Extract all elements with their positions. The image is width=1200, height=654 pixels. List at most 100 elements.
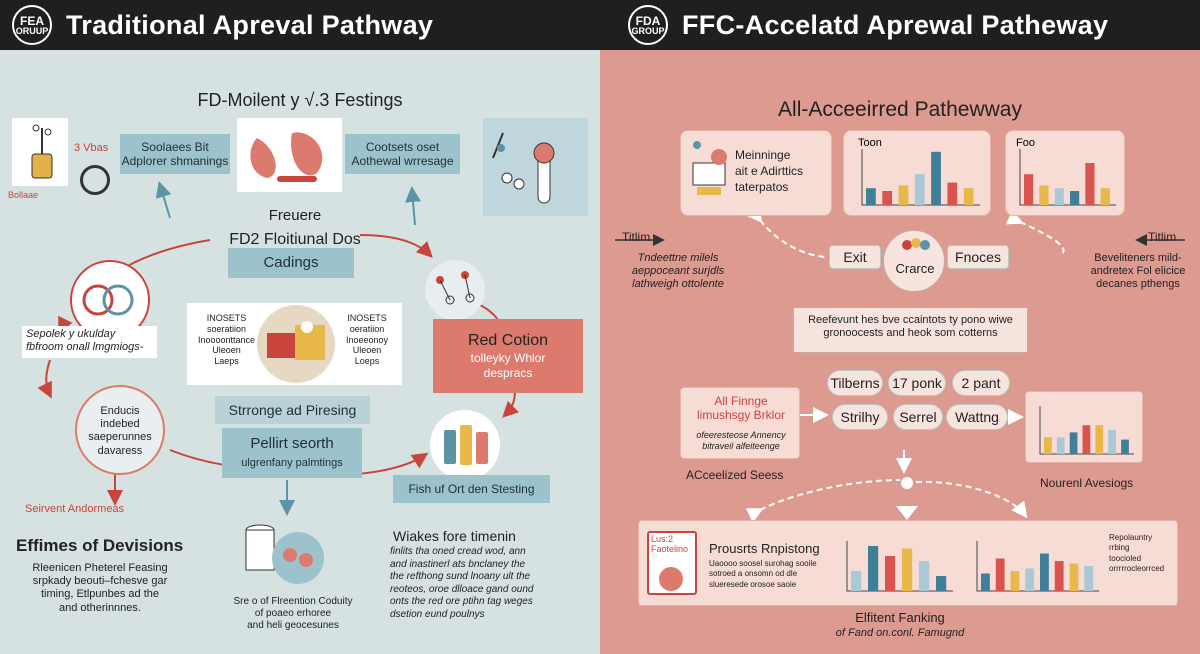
bottom-card: Lus:2 Faotelino Prousrts Rnpistong Uaooo… xyxy=(638,520,1178,606)
chart-bar xyxy=(931,151,941,205)
right-title: FFC-Accelatd Aprewal Patheway xyxy=(682,9,1109,40)
chart-bar xyxy=(868,546,879,591)
bottom-center-text: Sre o of Flreention Coduity of poaeo erh… xyxy=(233,596,353,631)
pill-2-pant[interactable]: 2 pant xyxy=(952,370,1010,396)
tag-vbas: 3 Vbas xyxy=(74,142,109,154)
target-icon xyxy=(80,165,110,195)
tag-under: Bollaae xyxy=(8,190,39,200)
fda-logo-left: FEA ORUUP xyxy=(12,5,52,45)
adplorer-box: Soolaees Bit Adplorer shmanings xyxy=(120,134,230,174)
chart-bar xyxy=(981,573,990,591)
chart-axis xyxy=(1019,149,1116,206)
chart-card-1: Toon xyxy=(843,130,991,216)
accel-label: ACceelized Seess xyxy=(686,468,784,482)
pill-strilhy[interactable]: Strilhy xyxy=(832,404,888,430)
pill-17-ponk[interactable]: 17 ponk xyxy=(888,370,946,396)
center-title-floitiunal: FD2 Floitiunal Dos xyxy=(229,231,361,248)
chart-1-label: Toon xyxy=(858,137,882,149)
bottom-card-text: Uaoooo soosel surohag sooile sotroed a o… xyxy=(709,559,817,589)
bar-chart-3 xyxy=(1039,406,1134,455)
aothewal-box: Cootsets oset Aothewal wrresage xyxy=(345,134,460,174)
chart-bar xyxy=(851,571,862,591)
chart-bar xyxy=(1084,566,1094,591)
chart-bar xyxy=(898,185,909,205)
alert-icon xyxy=(659,567,683,591)
pill-tilberns[interactable]: Tilberns xyxy=(827,370,883,396)
crarce-circle[interactable]: Crarce xyxy=(883,230,945,292)
left-title: Traditional Apreval Pathway xyxy=(66,9,434,40)
solvent-label: Seirvent Andormeas xyxy=(25,503,125,515)
bottom-subtitle: of Fand on.conl. Famugnd xyxy=(835,627,965,639)
chart-bar xyxy=(1100,188,1110,205)
bar-chart-5 xyxy=(976,541,1099,592)
chart-bar xyxy=(1010,571,1020,591)
bottom-heading: Effimes of Devisions xyxy=(16,536,184,555)
all-finnge-title: All Finnge limushsgy Brklor xyxy=(696,394,786,423)
chart-2-label: Foo xyxy=(1016,137,1035,149)
chart-bar xyxy=(1108,430,1116,454)
document-circle-illustration xyxy=(257,305,335,383)
chart-bar xyxy=(882,191,893,205)
bottom-right-title: Wiakes fore timenin xyxy=(393,528,516,544)
enducis-text: Enducis indebed saeperunnes davaress xyxy=(88,405,152,457)
bottom-text: Rleenicen Pheterel Feasing srpkady beout… xyxy=(32,562,168,614)
right-header: FDA GROUP FFC-Accelatd Aprewal Patheway xyxy=(600,0,1200,50)
pellirt-box: Pellirt seorth ulgrenfany palmtings xyxy=(222,428,362,478)
chart-bar xyxy=(1085,163,1095,205)
inosets-right-text: INOSETS oeratiion Inoeeonoy Uleoen Loeps xyxy=(345,313,389,367)
document-tag-text: Lus:2 Faotelino xyxy=(651,534,689,554)
chart-bar xyxy=(947,182,958,205)
sepolek-label: Sepolek y ukulday fbfroom onall lmgmiogs… xyxy=(22,326,157,358)
chart-bar xyxy=(1025,568,1035,591)
right-heading: All-Acceeirred Pathewway xyxy=(778,98,1022,121)
left-description: Tndeettne milels aeppoceant surjdls lath… xyxy=(631,252,725,291)
center-title-freuere: Freuere xyxy=(268,207,322,224)
all-finnge-card: All Finnge limushsgy Brklor ofeeresteose… xyxy=(680,387,800,459)
flasks-illustration xyxy=(240,520,330,590)
repol-text: Repolauntry rrbing toocioled orrrrrocleo… xyxy=(1109,533,1165,574)
bottles-illustration xyxy=(430,410,500,480)
chart-bar xyxy=(995,558,1005,591)
red-cotion-box: Red Cotion tolleyky Whlor despracs xyxy=(433,319,583,393)
chart-bar xyxy=(919,561,930,591)
chart-axis xyxy=(846,541,953,592)
chart-bar xyxy=(1054,561,1064,591)
left-header: FEA ORUUP Traditional Apreval Pathway xyxy=(0,0,600,50)
chart-bar xyxy=(885,556,896,591)
froces-button[interactable]: Fnoces xyxy=(947,245,1009,269)
chart-bar xyxy=(1039,185,1049,205)
document-tag: Lus:2 Faotelino xyxy=(647,531,697,595)
chart-axis xyxy=(976,541,1099,592)
exit-button[interactable]: Exit xyxy=(829,245,881,269)
crarce-label: Crarce xyxy=(895,261,935,276)
inosets-card: INOSETS soeratiion Inoooonttance Uleoen … xyxy=(187,303,402,385)
chart-card-3 xyxy=(1025,391,1143,463)
pill-serrel[interactable]: Serrel xyxy=(893,404,943,430)
red-cotion-title: Red Cotion xyxy=(467,332,549,349)
info-box: Reefevunt hes bve ccaintots ty pono wiwe… xyxy=(793,307,1028,353)
chart-bar xyxy=(914,174,925,205)
titlim-left: Titlim xyxy=(622,230,651,244)
chart-bar xyxy=(1095,425,1104,454)
chart-bar xyxy=(936,576,947,591)
strronge-box: Strronge ad Piresing xyxy=(215,396,370,424)
organs-illustration xyxy=(237,118,342,192)
chart-bar xyxy=(1082,425,1091,454)
left-heading: FD-Moilent y √.3 Festings xyxy=(197,90,403,110)
test-tubes-illustration xyxy=(483,118,588,216)
chart-bar xyxy=(902,548,913,591)
lab-equipment-illustration xyxy=(12,118,68,186)
noure-label: Nourenl Avesiogs xyxy=(1040,476,1134,490)
chart-bar xyxy=(1070,191,1080,205)
meinninge-card: Meinninge ait e Adirttics taterpatos xyxy=(680,130,832,216)
pill-wattng[interactable]: Wattng xyxy=(946,404,1008,430)
chart-bar xyxy=(1024,174,1034,205)
chart-bar xyxy=(1069,563,1079,591)
pellirt-title: Pellirt seorth xyxy=(250,435,334,453)
bar-chart-1 xyxy=(861,149,980,206)
chart-bar xyxy=(1056,437,1065,454)
all-finnge-subtitle: ofeeresteose Annency bitraveil alfeiteen… xyxy=(696,430,786,451)
bottom-card-title: Prousrts Rnpistong xyxy=(709,541,820,556)
chart-bar xyxy=(1044,437,1052,454)
bottom-title: Elfitent Fanking xyxy=(855,610,945,625)
